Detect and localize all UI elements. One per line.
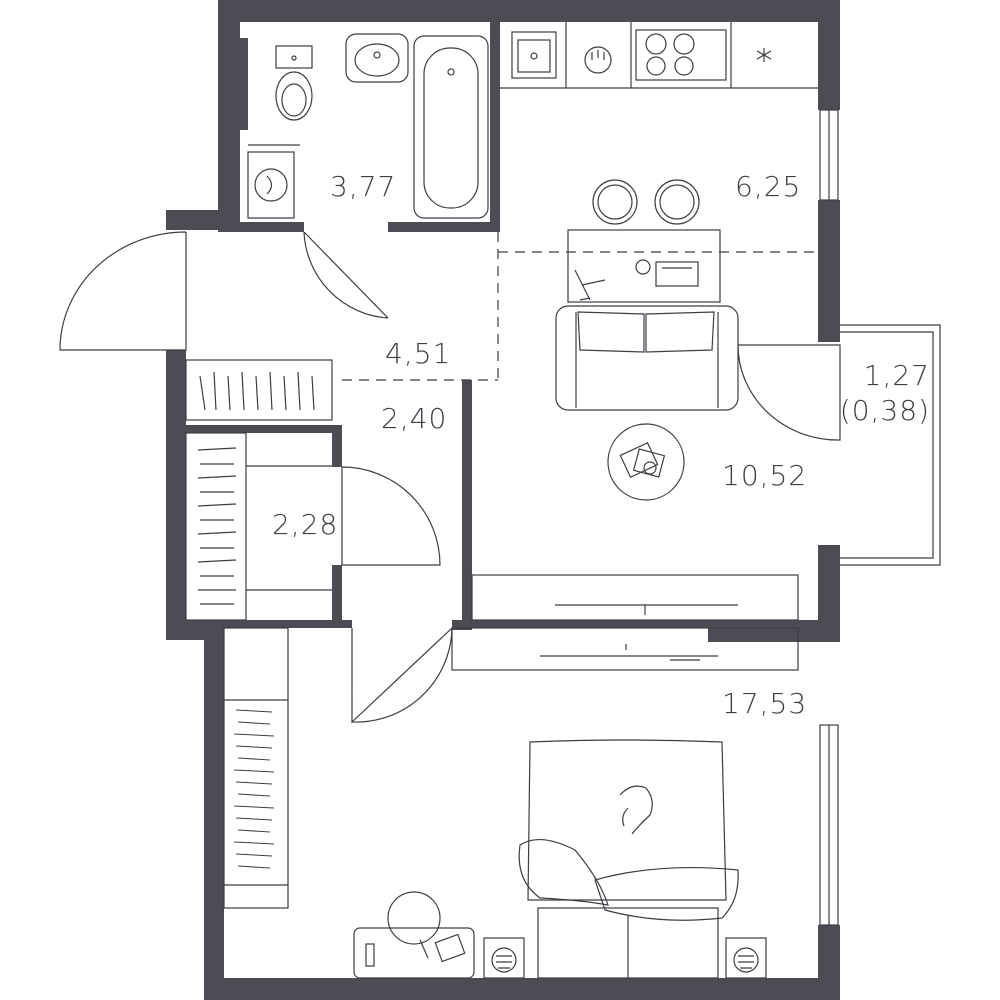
balcony-area: 1,27 (863, 359, 930, 392)
bedroom-door (351, 626, 453, 724)
balcony-outline (840, 324, 941, 566)
desk-icon (353, 927, 475, 979)
sofa-icon (555, 305, 739, 411)
fridge-icon (756, 48, 772, 62)
wall-bottom (204, 978, 840, 1000)
tv-icon (451, 627, 799, 671)
wall-storage-right-b (332, 565, 342, 625)
toilet-icon (275, 45, 313, 121)
wardrobe-icon (223, 627, 289, 909)
shoe-rack (185, 359, 333, 421)
coffee-table-icon (607, 423, 685, 501)
fixtures (59, 22, 941, 979)
wall-entry-top-b (218, 222, 304, 232)
dining-table-icon (567, 229, 721, 303)
kitchen-area-label: 6,25 (735, 170, 802, 203)
bathroom-door (303, 231, 389, 319)
wall-living-left (462, 380, 472, 625)
corridor-area-label: 2,40 (381, 402, 448, 435)
storage-door (341, 466, 441, 566)
wall-bathroom-left (218, 0, 240, 230)
wall-left (166, 350, 186, 640)
wall-bathroom-bottom (388, 222, 498, 232)
balcony-reduced-area: (0,38) (839, 394, 930, 427)
bed-icon (518, 739, 739, 979)
wall-bedroom-top-b (452, 620, 712, 628)
storage-area-label: 2,28 (272, 508, 339, 541)
kitchen-sink-icon (511, 31, 557, 79)
wall-right-mid-a (818, 200, 840, 342)
bathroom-area-label: 3,77 (330, 170, 397, 203)
chair-icon (592, 179, 638, 225)
chair-icon-2 (654, 179, 700, 225)
cooktop-icon (635, 29, 727, 81)
bathtub-icon (413, 35, 489, 219)
dishwasher-icon (584, 46, 612, 74)
wall-storage-top (186, 425, 336, 433)
wall-right-mid-b (818, 545, 840, 642)
kitchen-counter (500, 22, 818, 89)
wall-bedroom-top-a (224, 620, 352, 628)
hallway-area-label: 4,51 (385, 337, 452, 370)
wall-bathroom-inner (240, 38, 248, 130)
wall-bedroom-left (204, 620, 224, 1000)
washing-machine-icon (247, 151, 295, 219)
living-area-label: 10,52 (722, 459, 808, 492)
walls (166, 0, 840, 1000)
wardrobe-hangers (233, 709, 275, 869)
entry-door (59, 231, 187, 351)
desk-chair-icon (387, 891, 441, 945)
wall-right-upper (818, 0, 840, 110)
window-bedroom (819, 724, 839, 926)
bedroom-area-label: 17,53 (722, 687, 808, 720)
balcony-door (737, 344, 841, 441)
wall-bathroom-kitchen (490, 0, 500, 232)
wall-bedroom-top-c (708, 620, 840, 642)
balcony-area-label: 1,27 (0,38) (840, 358, 930, 428)
fan-icon (483, 937, 525, 979)
wall-top (218, 0, 840, 22)
wall-bedroom-top-d (452, 620, 472, 630)
tv-stand (471, 574, 799, 621)
wall-storage-right-a (332, 425, 342, 467)
storage-shelving (185, 432, 332, 621)
sink-icon (345, 33, 409, 83)
window-kitchen (819, 109, 839, 201)
wall-entry-top (166, 210, 218, 230)
fan-icon-2 (725, 937, 767, 979)
